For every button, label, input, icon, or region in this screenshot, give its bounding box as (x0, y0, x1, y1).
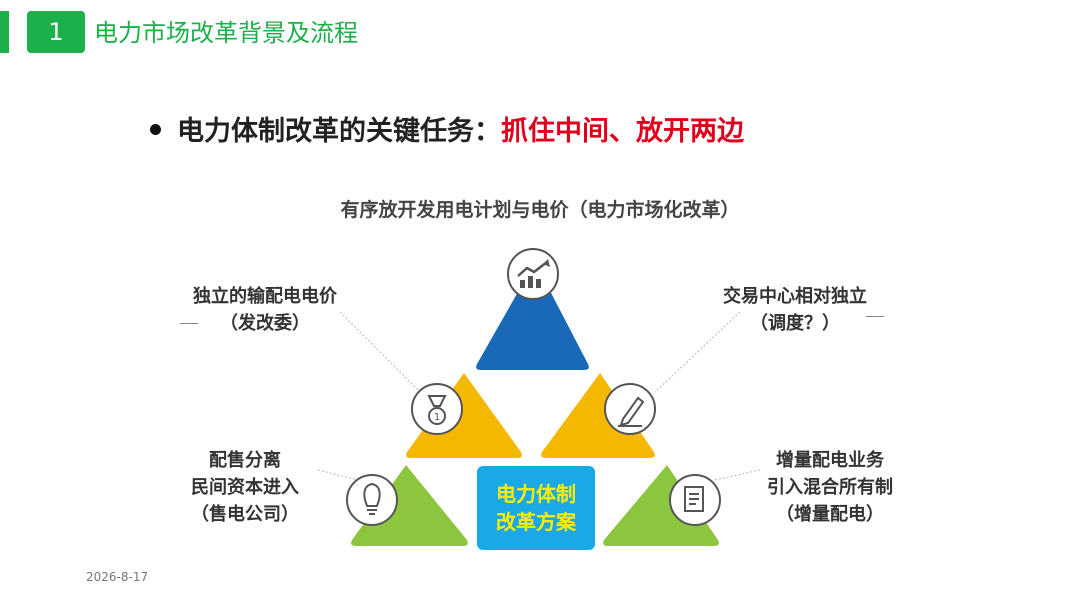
chart-icon (507, 248, 559, 300)
dash-top-left (180, 323, 198, 324)
medal-icon: 1 (411, 383, 463, 435)
label-top-right-line2: （调度？） (750, 313, 840, 334)
triangle-middle-right (541, 373, 655, 458)
triangle-middle-left (406, 373, 522, 458)
label-bottom-right-line2: 引入混合所有制 (767, 477, 893, 498)
lightbulb-icon (346, 474, 398, 526)
label-top-right: 交易中心相对独立 （调度？） (700, 283, 890, 337)
label-bottom-right: 增量配电业务 引入混合所有制 （增量配电） (735, 447, 925, 528)
headline-text: 电力体制改革的关键任务： (177, 116, 501, 147)
connector-bottom-left (317, 469, 359, 481)
center-line1: 电力体制 (496, 482, 576, 506)
center-line2: 改革方案 (496, 510, 576, 534)
bullet-dot (150, 124, 161, 135)
label-bottom-left-line3: （售电公司） (191, 504, 299, 525)
section-number-badge: 1 (27, 11, 85, 53)
label-bottom-right-line1: 增量配电业务 (776, 450, 884, 471)
svg-text:1: 1 (434, 412, 440, 423)
label-bottom-right-line3: （增量配电） (776, 504, 884, 525)
document-icon (669, 474, 721, 526)
pencil-icon (604, 383, 656, 435)
label-top-left: 独立的输配电电价 （发改委） (170, 283, 360, 337)
center-reform-plan-box: 电力体制 改革方案 (477, 466, 595, 550)
diagram-subtitle: 有序放开发用电计划与电价（电力市场化改革） (340, 199, 740, 221)
label-bottom-left-line2: 民间资本进入 (191, 477, 299, 498)
connector-top-right (654, 311, 741, 393)
label-bottom-left: 配售分离 民间资本进入 （售电公司） (150, 447, 340, 528)
header-accent-bar (0, 11, 9, 53)
label-top-left-line2: （发改委） (220, 313, 310, 334)
headline: 电力体制改革的关键任务：抓住中间、放开两边 (150, 112, 744, 152)
section-title: 电力市场改革背景及流程 (94, 19, 358, 47)
label-top-right-line1: 交易中心相对独立 (723, 286, 867, 307)
triangle-bottom-right (603, 465, 719, 546)
headline-highlight: 抓住中间、放开两边 (501, 116, 744, 147)
label-bottom-left-line1: 配售分离 (209, 450, 281, 471)
label-top-left-line1: 独立的输配电电价 (193, 286, 337, 307)
footer-date: 2026-8-17 (86, 570, 149, 584)
connector-top-left (339, 311, 421, 393)
dash-top-right (866, 316, 884, 317)
triangle-bottom-left (351, 465, 468, 546)
triangle-top (476, 262, 589, 370)
